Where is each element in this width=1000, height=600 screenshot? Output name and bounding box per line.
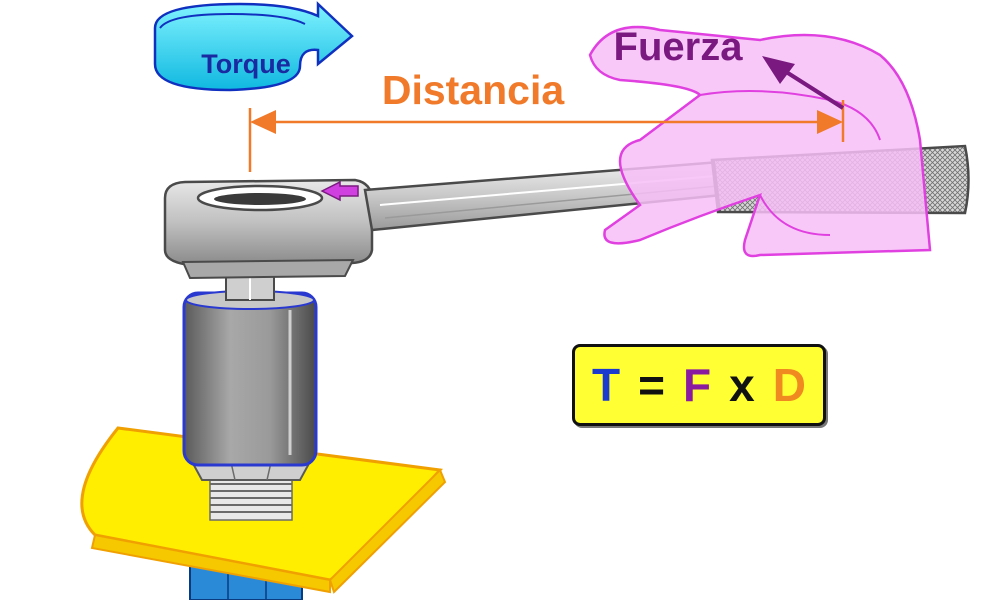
distance-label: Distancia	[382, 67, 565, 113]
torque-arrow	[153, 1, 354, 92]
formula-equals: =	[638, 359, 666, 411]
formula-d: D	[772, 359, 806, 411]
formula-box: T = F x D	[572, 344, 826, 426]
force-label: Fuerza	[614, 25, 744, 69]
torque-label: Torque	[201, 49, 291, 79]
distance-arrow-left-icon	[250, 110, 276, 134]
distance-arrow-right-icon	[817, 110, 843, 134]
formula-t: T	[592, 359, 621, 411]
bolt-threads	[209, 477, 293, 521]
ratchet-direction-icon	[320, 180, 359, 202]
force-indicator	[762, 56, 845, 110]
formula-f: F	[683, 359, 712, 411]
distance-indicator	[248, 100, 845, 172]
ratchet-head	[163, 178, 374, 280]
formula-times: x	[729, 359, 755, 411]
force-arrow-icon	[762, 56, 795, 84]
socket	[182, 290, 318, 467]
hand	[588, 25, 932, 258]
